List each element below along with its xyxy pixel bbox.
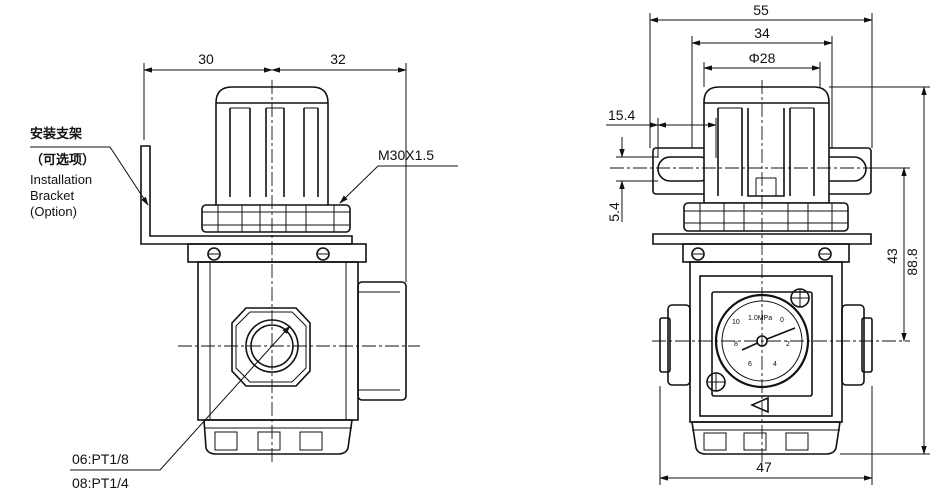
port-label-06: 06:PT1/8: [72, 451, 129, 467]
thread-label: M30X1.5: [378, 147, 434, 163]
bracket-label-en-2: Bracket: [30, 188, 74, 203]
lock-nut: [201, 204, 351, 233]
bracket-label-en-1: Installation: [30, 172, 92, 187]
dim-phi28: Φ28: [749, 50, 776, 66]
dimension-34: 34: [691, 25, 833, 148]
dim-34: 34: [754, 25, 770, 41]
dimension-47: 47: [659, 386, 873, 485]
side-view: 30 32 M30X1.5 安装支架 （可选项） Installation Br…: [30, 51, 458, 491]
front-lock-nut: [683, 202, 849, 232]
flow-direction-icon: [750, 396, 769, 414]
gauge-tick-0: 0: [780, 317, 784, 324]
dimension-5-4: 5.4: [606, 137, 658, 222]
bracket-callout: 安装支架 （可选项） Installation Bracket (Option): [30, 126, 149, 219]
gauge-tick-4: 4: [773, 361, 777, 368]
dimension-88-8: 88.8: [829, 86, 930, 455]
dimension-15-4: 15.4: [606, 107, 717, 158]
bracket-label-en-3: (Option): [30, 204, 77, 219]
dimension-side-width: 30 32: [143, 51, 407, 282]
dim-88-8: 88.8: [904, 248, 920, 275]
dim-30: 30: [198, 51, 214, 67]
regulator-body: [187, 243, 407, 421]
bottom-cap: [203, 419, 353, 455]
pressure-gauge: 10 8 6 4 2 0 1.0MPa: [706, 288, 813, 397]
dim-32: 32: [330, 51, 346, 67]
dim-15-4: 15.4: [608, 107, 635, 123]
dim-43: 43: [884, 248, 900, 264]
dimension-phi28: Φ28: [703, 50, 821, 87]
gauge-tick-2: 2: [786, 341, 790, 348]
installation-bracket: [140, 145, 353, 245]
dim-47: 47: [756, 459, 772, 475]
front-view: 10 8 6 4 2 0 1.0MPa: [606, 2, 930, 485]
gauge-tick-10: 10: [732, 319, 740, 326]
port-label-08: 08:PT1/4: [72, 475, 129, 491]
gauge-tick-8: 8: [734, 341, 738, 348]
bracket-label-cn-option: （可选项）: [30, 152, 95, 168]
front-knob: [703, 86, 830, 204]
gauge-unit: 1.0MPa: [748, 315, 772, 322]
dim-55: 55: [753, 2, 769, 18]
thread-callout: M30X1.5: [339, 147, 458, 204]
bracket-label-cn: 安装支架: [30, 126, 82, 142]
gauge-tick-6: 6: [748, 361, 752, 368]
dimension-43: 43: [866, 167, 910, 342]
dim-5-4: 5.4: [606, 202, 622, 222]
front-bracket-base: [652, 233, 872, 245]
port-callout: 06:PT1/8 08:PT1/4: [70, 325, 291, 491]
front-bottom-cap: [691, 421, 841, 455]
